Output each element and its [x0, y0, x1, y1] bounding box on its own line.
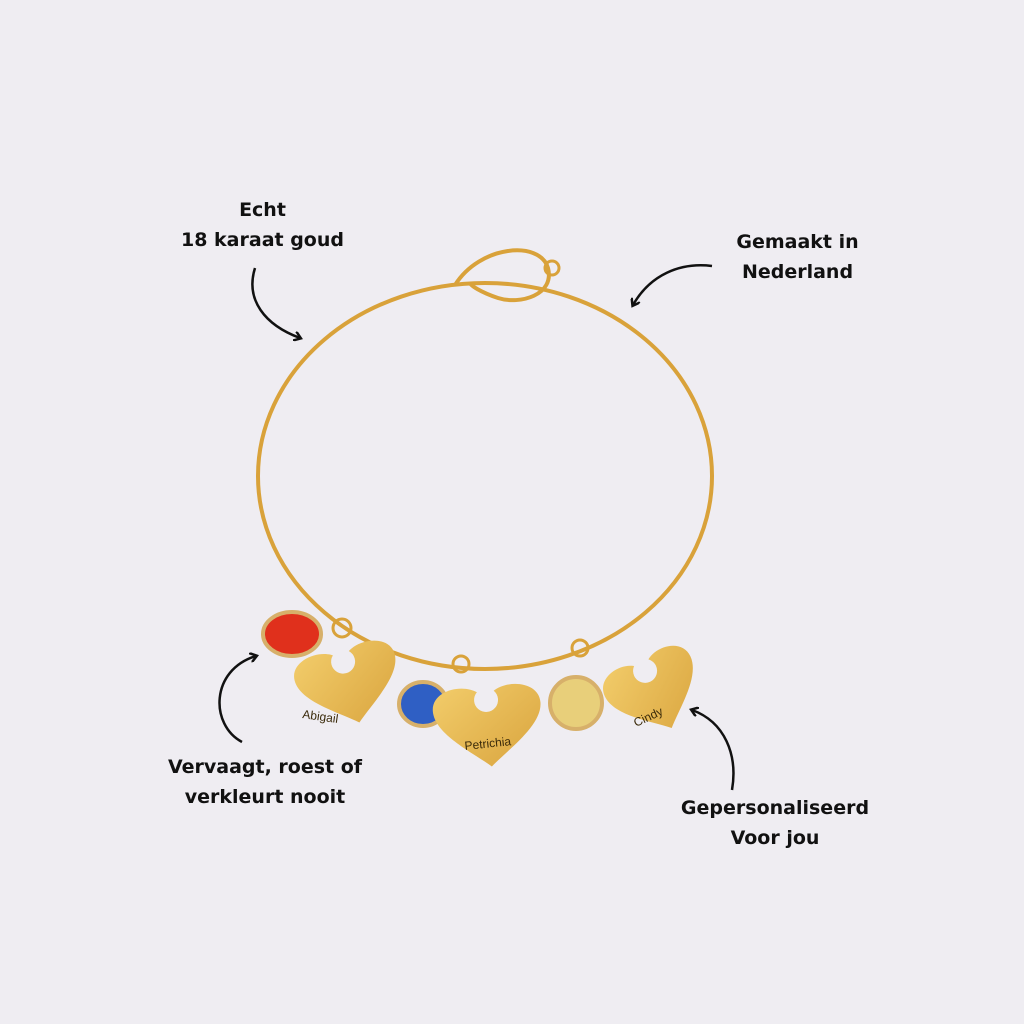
annotation-personalized: Gepersonaliseerd Voor jou — [670, 793, 880, 853]
arrow-icon — [633, 264, 713, 305]
engraving-text: Abigail — [302, 707, 340, 726]
annotation-line: verkleurt nooit — [184, 786, 346, 808]
birthstone-red — [261, 610, 323, 658]
charm-abigail: Abigail — [261, 610, 410, 736]
arrow-icon — [251, 267, 300, 338]
birthstone-yellow — [548, 675, 604, 731]
charm-petrichia: Petrichia — [397, 654, 546, 772]
annotation-real-gold: Echt 18 karaat goud — [160, 195, 365, 255]
bangle — [256, 281, 714, 671]
annotation-line: Gemaakt in — [736, 231, 859, 253]
annotation-line: 18 karaat goud — [180, 229, 344, 251]
annotation-line: Echt — [239, 199, 286, 221]
clasp-loop — [453, 248, 551, 303]
charm-cindy: Cindy — [548, 638, 715, 748]
annotation-line: Voor jou — [730, 827, 820, 849]
arrow-icon — [218, 656, 256, 744]
annotation-line: Nederland — [741, 261, 854, 283]
engraving-text: Petrichia — [464, 734, 512, 753]
annotation-line: Vervaagt, roest of — [167, 756, 363, 778]
annotation-line: Gepersonaliseerd — [680, 797, 870, 819]
arrow-icon — [692, 710, 735, 791]
annotation-no-fade: Vervaagt, roest of verkleurt nooit — [150, 752, 380, 812]
annotation-made-in: Gemaakt in Nederland — [715, 227, 880, 287]
